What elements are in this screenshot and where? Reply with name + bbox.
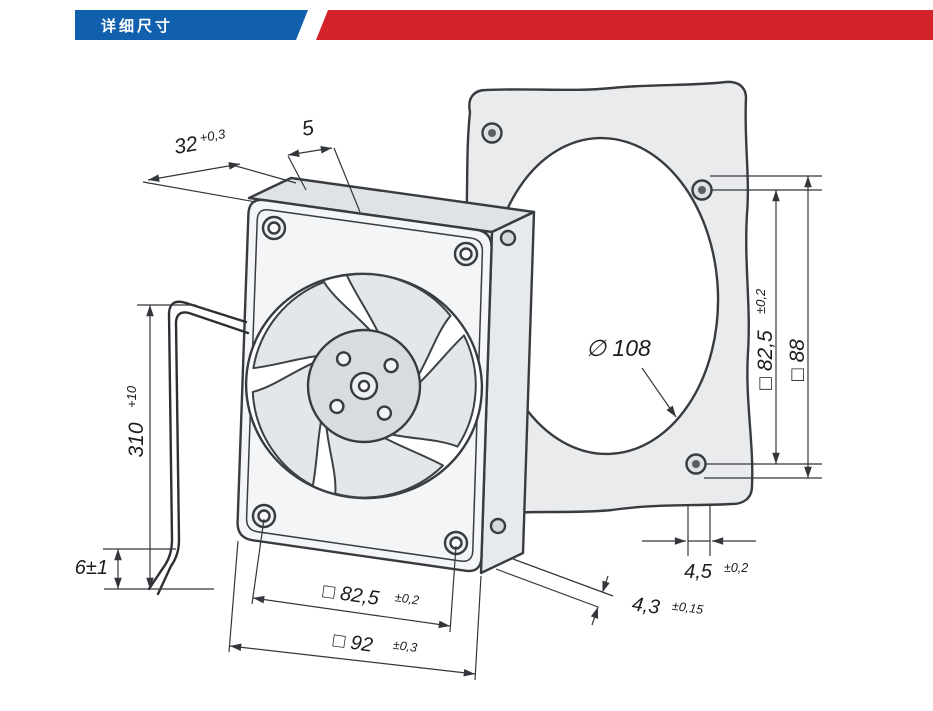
- hub-screw: [329, 398, 345, 415]
- gasket: [463, 80, 754, 516]
- dim-cable-length: 310 +10: [104, 304, 214, 590]
- dim-cable-end: 6±1: [75, 548, 176, 589]
- corner-mounting-hole: [251, 503, 277, 529]
- impeller: [251, 273, 477, 499]
- gasket-screw-hole: [481, 122, 503, 144]
- hub-screw: [376, 405, 393, 421]
- dim-hole-pitch-tolerance: ±0,2: [394, 590, 420, 607]
- dim-gasket-outer: □ 88: [704, 175, 822, 479]
- dim-flange: 5: [287, 116, 361, 213]
- dim-depth-value: 32: [172, 132, 199, 159]
- dim-frame-size-tolerance: ±0,3: [392, 638, 418, 655]
- rear-corner-hole: [499, 229, 517, 247]
- dim-cable-length-value: 310: [125, 422, 148, 457]
- dim-gasket-thickness: 4,5 ±0,2: [642, 504, 756, 583]
- section-title: 详细尺寸: [101, 17, 174, 35]
- dim-frame-size-value: □ 92: [332, 629, 375, 656]
- dim-frame-size: □ 92 ±0,3: [228, 540, 482, 681]
- hub-screw: [383, 357, 399, 374]
- dim-cable-length-tolerance: +10: [124, 385, 139, 408]
- dim-depth: 32 +0,3: [142, 126, 297, 203]
- dimension-annotations: 32 +0,3 5 ∅ 108 □ 82,5 ±0,2: [75, 116, 822, 681]
- gasket-screw-hole: [685, 453, 707, 475]
- banner-ribbon: [316, 10, 933, 40]
- dim-gasket-pitch-value: □ 82,5: [754, 330, 777, 390]
- dim-rear-flange-tolerance: ±0,15: [671, 599, 704, 617]
- rear-corner-hole: [489, 517, 507, 535]
- corner-mounting-hole: [453, 241, 479, 267]
- dim-rear-flange: 4,3 ±0,15: [495, 558, 704, 626]
- hub-screw: [335, 351, 352, 367]
- lead-wires: [147, 300, 250, 596]
- dim-gasket-pitch: □ 82,5 ±0,2: [706, 189, 822, 465]
- dim-hole-diameter-value: ∅ 108: [586, 335, 651, 361]
- dim-depth-tolerance: +0,3: [198, 126, 227, 145]
- dim-gasket-pitch-tolerance: ±0,2: [753, 288, 768, 314]
- dim-gasket-outer-value: □ 88: [786, 339, 809, 381]
- dim-rear-flange-value: 4,3: [631, 593, 662, 619]
- gasket-screw-hole: [691, 179, 713, 201]
- dim-hole-pitch-value: □ 82,5: [321, 580, 381, 610]
- dim-cable-end-value: 6±1: [75, 557, 108, 579]
- dim-flange-value: 5: [300, 116, 316, 141]
- dim-gasket-thickness-tolerance: ±0,2: [724, 561, 748, 575]
- section-banner: 详细尺寸: [75, 10, 933, 40]
- fan-inner-flange-edge: [245, 209, 484, 562]
- dim-gasket-thickness-value: 4,5: [684, 561, 713, 583]
- banner-title-block: 详细尺寸: [75, 10, 308, 40]
- dim-hole-diameter: ∅ 108: [586, 335, 677, 418]
- corner-mounting-hole: [261, 215, 287, 241]
- fan-housing: [236, 176, 536, 575]
- hub-center-dot: [357, 379, 371, 393]
